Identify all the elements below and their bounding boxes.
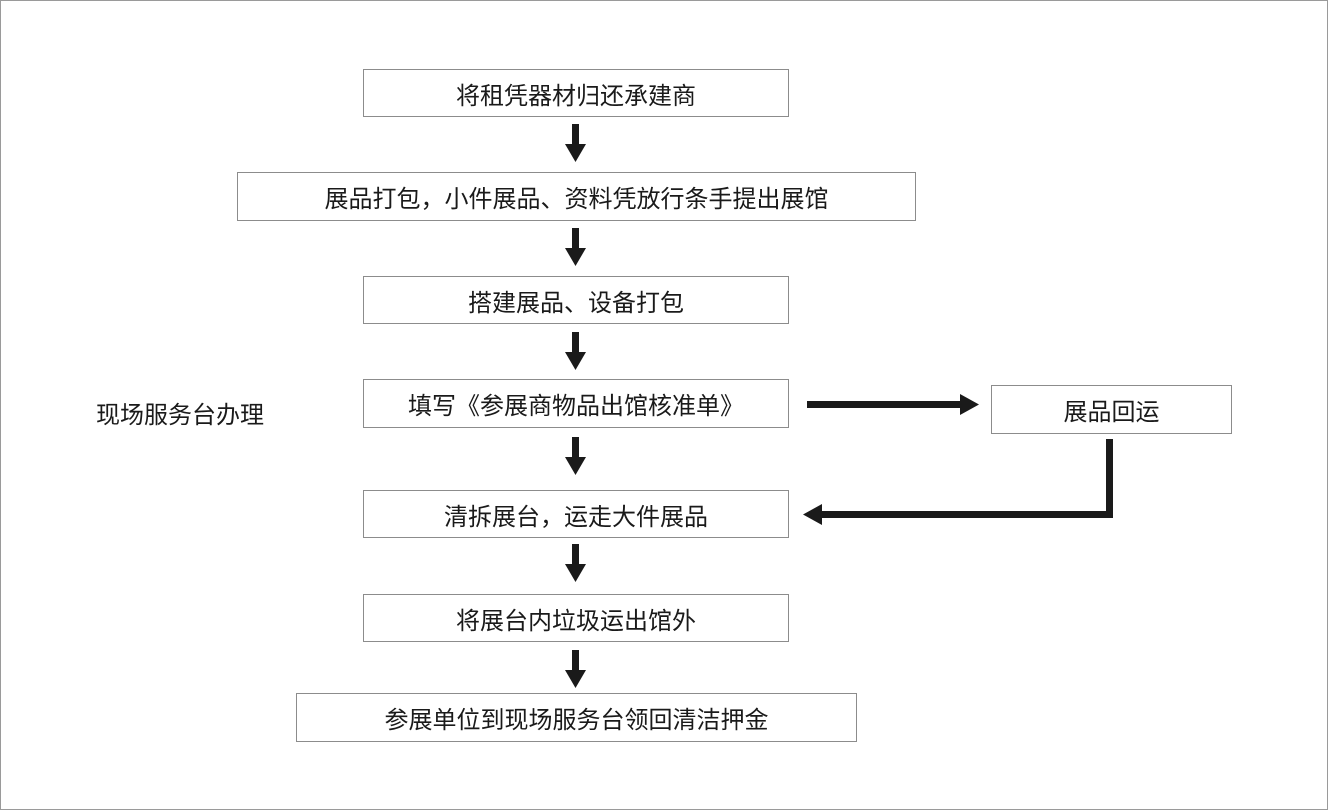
- arrow-down-5: [565, 544, 586, 582]
- arrow-down-2: [565, 228, 586, 266]
- step-dismantle-booth: 清拆展台，运走大件展品: [363, 490, 789, 538]
- branch-exhibit-return-shipping: 展品回运: [991, 385, 1232, 434]
- side-label-onsite-service: 现场服务台办理: [96, 401, 264, 429]
- arrow-branch-return: [803, 439, 1113, 525]
- arrow-right-to-branch: [807, 394, 979, 415]
- arrow-down-1: [565, 124, 586, 162]
- step-return-rented-equipment: 将租凭器材归还承建商: [363, 69, 789, 117]
- step-remove-garbage: 将展台内垃圾运出馆外: [363, 594, 789, 642]
- arrow-down-6: [565, 650, 586, 688]
- step-fill-exit-form: 填写《参展商物品出馆核准单》: [363, 379, 789, 428]
- step-reclaim-cleaning-deposit: 参展单位到现场服务台领回清洁押金: [296, 693, 857, 742]
- step-pack-construction-equipment: 搭建展品、设备打包: [363, 276, 789, 324]
- step-pack-exhibits: 展品打包，小件展品、资料凭放行条手提出展馆: [237, 172, 916, 221]
- arrow-down-4: [565, 437, 586, 475]
- arrow-down-3: [565, 332, 586, 370]
